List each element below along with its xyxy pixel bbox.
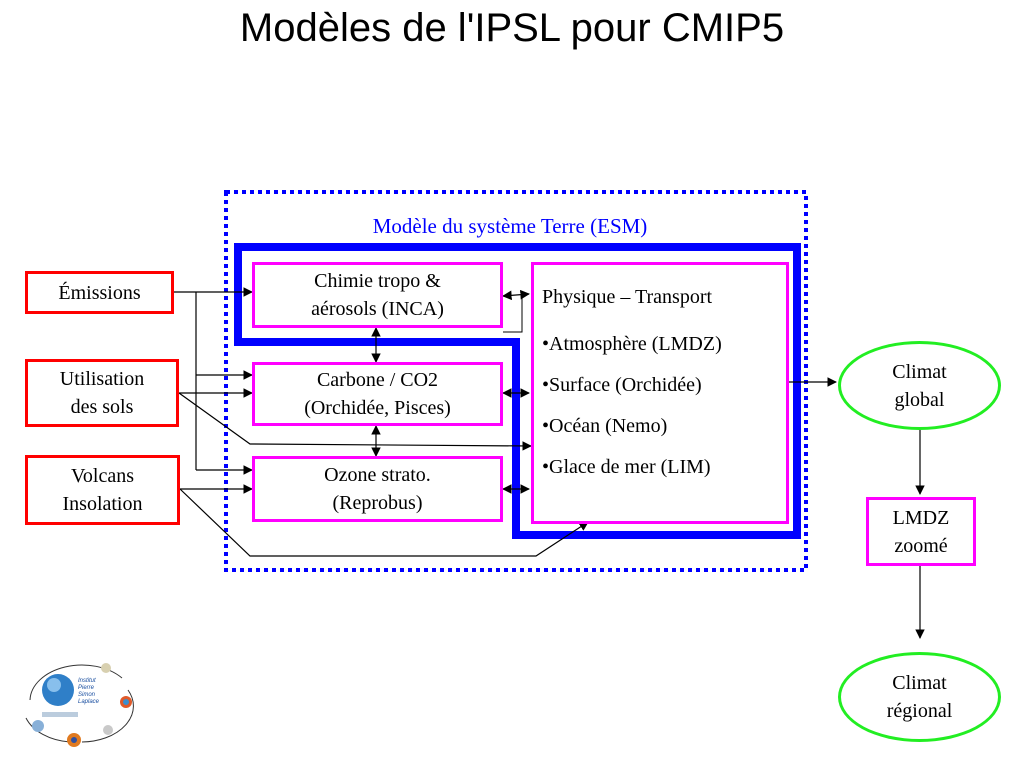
chimie-physics-link	[503, 296, 523, 333]
output-climat-regional-line2: régional	[886, 700, 953, 722]
component-chimie-line1: Chimie tropo &	[314, 270, 441, 292]
svg-text:Institut: Institut	[78, 678, 96, 684]
physics-core-frame	[234, 243, 801, 539]
physics-item-atmosphere: •Atmosphère (LMDZ)	[542, 333, 722, 355]
output-climat-global: Climat global	[838, 341, 1001, 430]
input-volcanoes-line1: Volcans	[71, 465, 134, 487]
component-carbone: Carbone / CO2 (Orchidée, Pisces)	[252, 362, 503, 426]
ipsl-logo-icon: Institut Pierre Simon Laplace	[25, 663, 134, 747]
component-carbone-line2: (Orchidée, Pisces)	[304, 397, 451, 419]
input-land-use-line2: des sols	[70, 396, 134, 418]
component-ozone: Ozone strato. (Reprobus)	[252, 456, 503, 522]
input-volcanoes-line2: Insolation	[62, 493, 143, 515]
physics-item-ocean: •Océan (Nemo)	[542, 415, 668, 437]
output-lmdz-zoom: LMDZ zoomé	[866, 497, 976, 566]
page-title: Modèles de l'IPSL pour CMIP5	[239, 6, 785, 50]
input-emissions-label: Émissions	[58, 281, 141, 304]
component-chimie: Chimie tropo & aérosols (INCA)	[252, 262, 503, 328]
output-climat-regional: Climat régional	[838, 652, 1001, 742]
component-chimie-line2: aérosols (INCA)	[311, 298, 444, 320]
svg-text:Simon: Simon	[78, 692, 96, 698]
component-ozone-line2: (Reprobus)	[332, 492, 423, 514]
arrow-chimie-physics	[502, 289, 530, 301]
esm-label: Modèle du système Terre (ESM)	[372, 214, 648, 238]
output-lmdz-zoom-line1: LMDZ	[892, 506, 950, 529]
svg-text:Laplace: Laplace	[78, 699, 100, 705]
arrow-volcans-physics	[179, 488, 589, 557]
output-climat-global-line1: Climat	[892, 360, 947, 383]
physics-transport-box: Physique – Transport •Atmosphère (LMDZ) …	[531, 262, 789, 524]
output-climat-regional-line1: Climat	[892, 672, 947, 694]
physics-heading: Physique – Transport	[542, 286, 713, 308]
physics-item-sea-ice: •Glace de mer (LIM)	[542, 456, 711, 478]
esm-frame	[224, 190, 808, 572]
input-land-use-line1: Utilisation	[59, 368, 145, 390]
component-carbone-line1: Carbone / CO2	[316, 369, 439, 391]
output-lmdz-zoom-line2: zoomé	[894, 534, 948, 557]
input-volcanoes: Volcans Insolation	[25, 455, 180, 525]
component-ozone-line1: Ozone strato.	[324, 464, 431, 486]
input-land-use: Utilisation des sols	[25, 359, 179, 427]
arrow-sols-physics	[178, 392, 532, 451]
svg-text:Pierre: Pierre	[78, 685, 95, 691]
physics-item-surface: •Surface (Orchidée)	[542, 374, 702, 396]
output-climat-global-line2: global	[894, 388, 945, 411]
input-emissions: Émissions	[25, 271, 174, 314]
